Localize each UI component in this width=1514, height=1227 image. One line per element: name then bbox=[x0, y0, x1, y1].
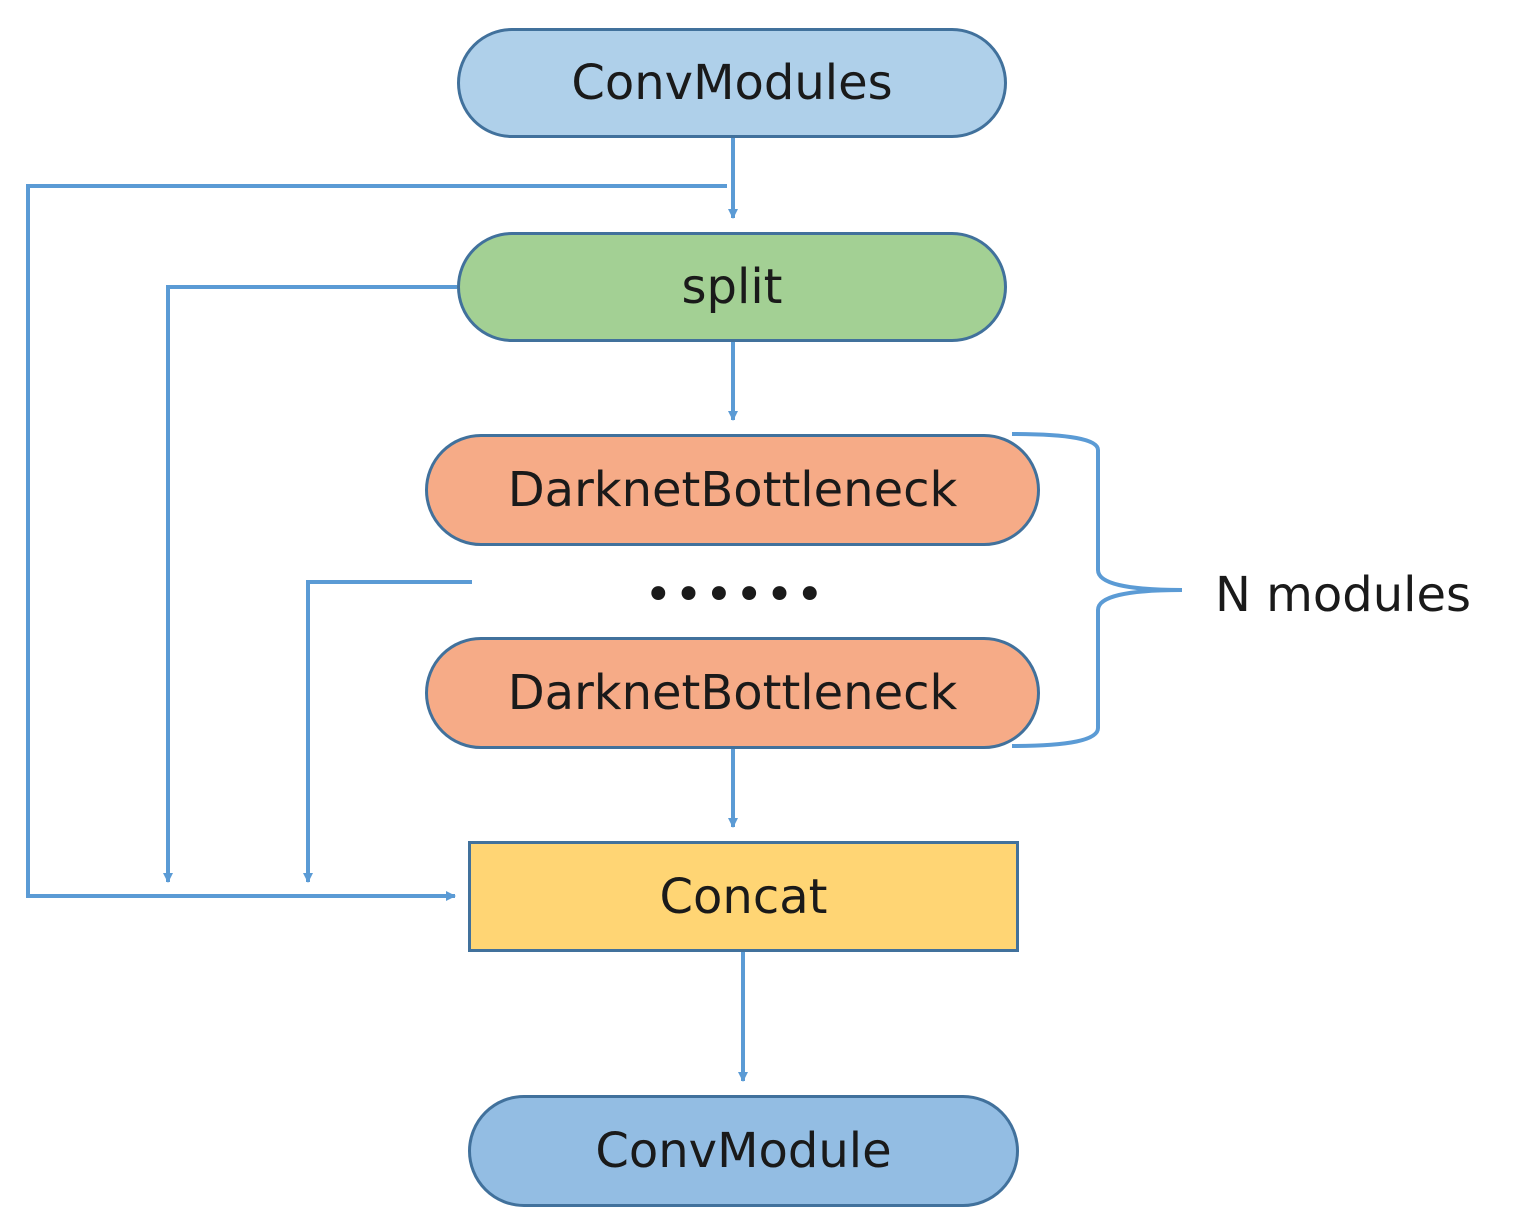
node-split-label: split bbox=[681, 259, 783, 315]
edge-skip-outer-to-concat bbox=[26, 184, 727, 901]
node-concat: Concat bbox=[468, 841, 1019, 952]
node-convmodules: ConvModules bbox=[457, 28, 1007, 138]
node-darknet-bottleneck-first-label: DarknetBottleneck bbox=[507, 462, 958, 518]
edge-bottleneck-branch-to-concat bbox=[303, 580, 472, 883]
brace bbox=[1011, 432, 1183, 748]
ellipsis-dots: •••••• bbox=[644, 567, 826, 623]
edge-split-branch-to-concat bbox=[163, 285, 457, 883]
node-convmodule: ConvModule bbox=[468, 1095, 1019, 1207]
node-convmodules-label: ConvModules bbox=[571, 55, 893, 111]
node-darknet-bottleneck-first: DarknetBottleneck bbox=[425, 434, 1040, 546]
brace-label: N modules bbox=[1215, 567, 1472, 623]
node-darknet-bottleneck-last: DarknetBottleneck bbox=[425, 637, 1040, 749]
node-darknet-bottleneck-last-label: DarknetBottleneck bbox=[507, 665, 958, 721]
node-concat-label: Concat bbox=[659, 868, 828, 925]
node-split: split bbox=[457, 232, 1007, 342]
node-convmodule-label: ConvModule bbox=[595, 1123, 892, 1179]
